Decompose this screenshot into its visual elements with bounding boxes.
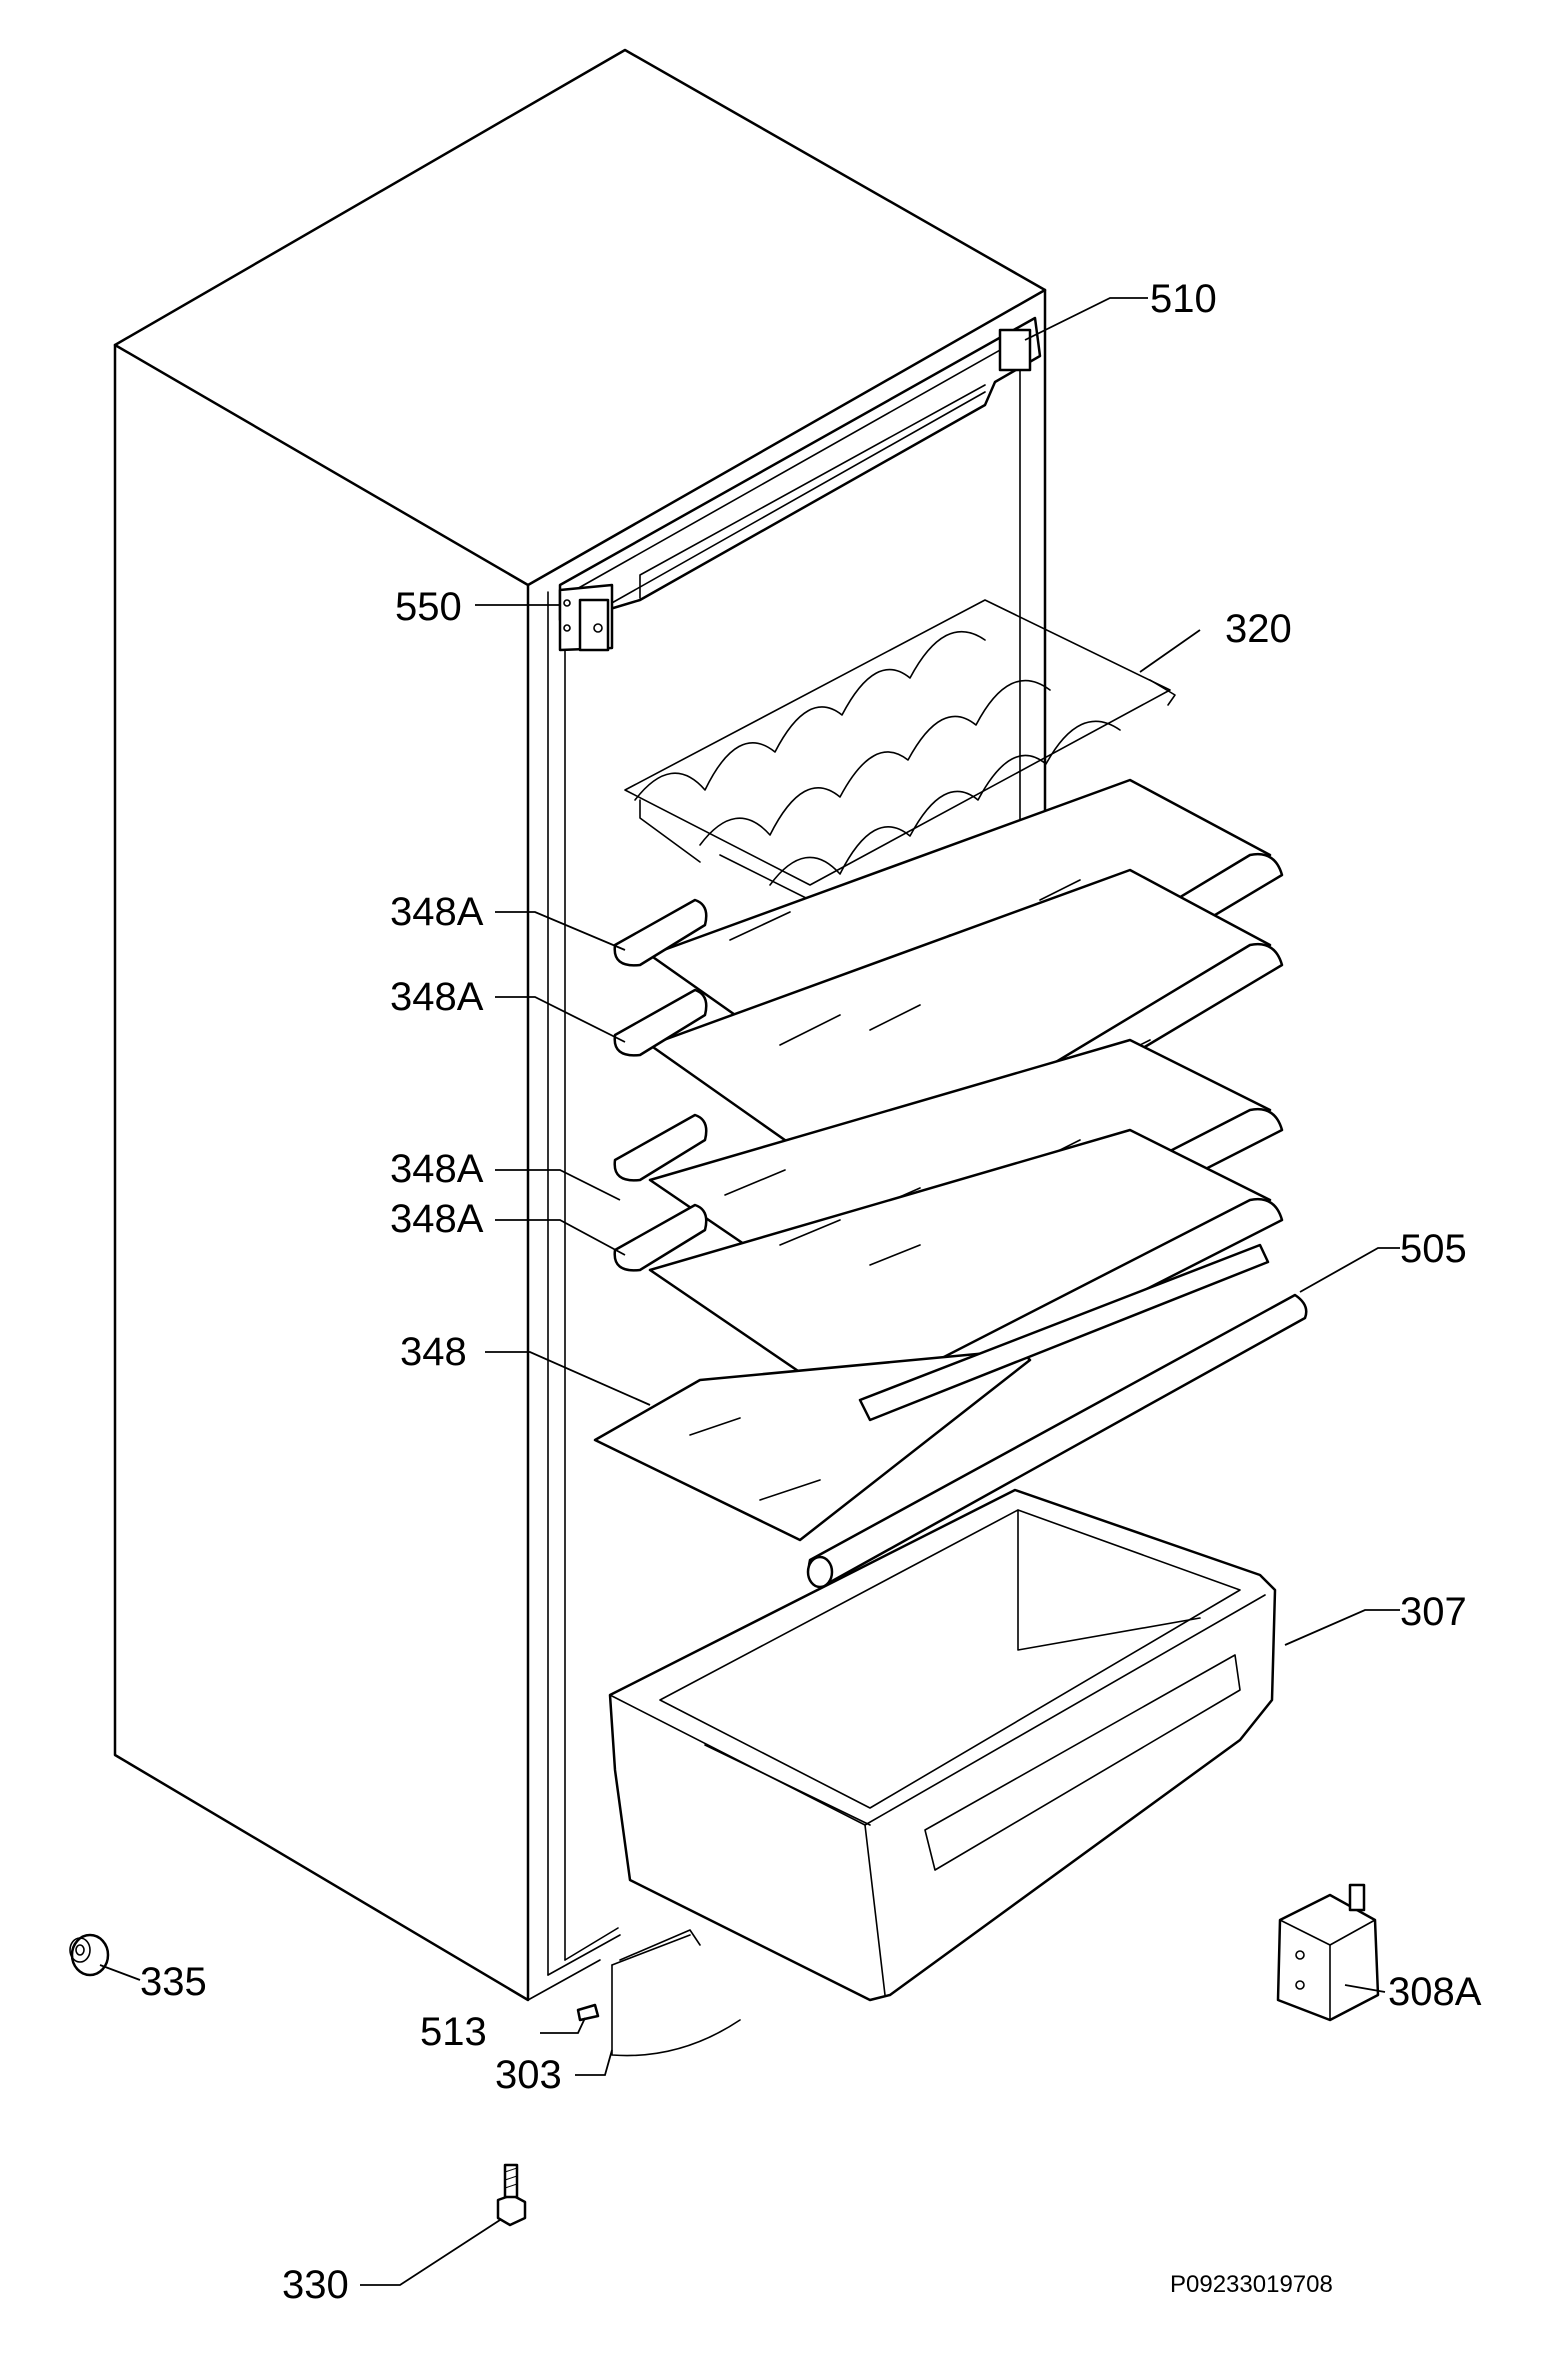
label-320: 320 (1225, 607, 1292, 651)
label-348a-1: 348A (390, 890, 484, 934)
label-348a-3: 348A (390, 1147, 484, 1191)
wine-rack-320 (624, 599, 1176, 901)
label-510: 510 (1150, 277, 1217, 321)
label-330: 330 (282, 2263, 349, 2307)
hinge-bracket-308a (1276, 1883, 1380, 2022)
label-335: 335 (140, 1960, 207, 2004)
part-labels: 510 550 320 348A 348A 348A 348A 505 348 … (140, 277, 1482, 2307)
glass-shelf-348 (593, 1243, 1270, 1542)
label-307: 307 (1400, 1590, 1467, 1634)
adjustable-foot-330 (496, 2163, 527, 2227)
hinge-cover-303 (576, 1929, 741, 2057)
leader-lines (99, 297, 1400, 2286)
label-308a: 308A (1388, 1970, 1482, 2014)
label-550: 550 (395, 585, 462, 629)
drawing-code: P09233019708 (1170, 2271, 1333, 2298)
control-panel-510 (558, 316, 1042, 622)
crisper-drawer-307 (608, 1488, 1277, 2002)
foot-cap-335 (69, 1933, 110, 1977)
label-505: 505 (1400, 1227, 1467, 1271)
label-348a-4: 348A (390, 1197, 484, 1241)
label-348: 348 (400, 1330, 467, 1374)
shelf-profile-505 (806, 1293, 1308, 1589)
label-513: 513 (420, 2010, 487, 2054)
label-303: 303 (495, 2053, 562, 2097)
lamp-housing-550 (558, 583, 614, 652)
label-348a-2: 348A (390, 975, 484, 1019)
